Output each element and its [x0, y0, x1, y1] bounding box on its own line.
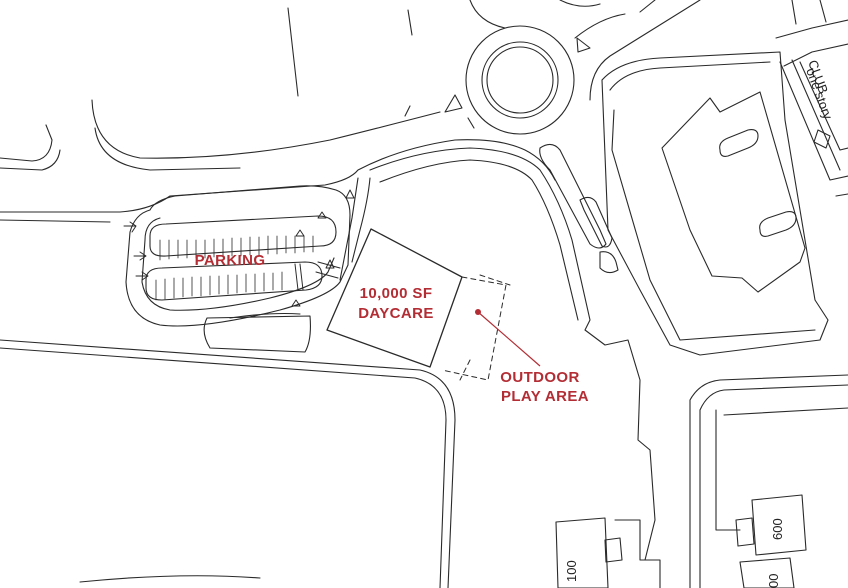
parking-stalls	[155, 235, 314, 301]
building-partial-label: 00	[766, 574, 781, 588]
daycare-site	[315, 147, 656, 561]
daycare-area-label: 10,000 SF	[360, 285, 433, 302]
parking-label: PARKING	[195, 252, 266, 269]
building-600-label: 600	[770, 518, 785, 540]
daycare-name-label: DAYCARE	[358, 305, 434, 322]
large-building	[601, 51, 829, 356]
roundabout	[404, 0, 701, 135]
parking-arrows	[123, 189, 355, 307]
bottom-right-cluster	[555, 374, 848, 588]
play-area-leader	[475, 309, 541, 367]
parking-lot	[125, 185, 351, 353]
daycare-building	[326, 228, 463, 368]
play-area-label-line2: PLAY AREA	[501, 388, 589, 405]
top-left-road	[0, 7, 413, 171]
club-building	[775, 0, 848, 197]
building-100-label: 100	[564, 560, 579, 582]
play-area-label-line1: OUTDOOR	[500, 369, 579, 386]
play-area-outline	[441, 274, 511, 381]
lower-field	[0, 339, 456, 588]
